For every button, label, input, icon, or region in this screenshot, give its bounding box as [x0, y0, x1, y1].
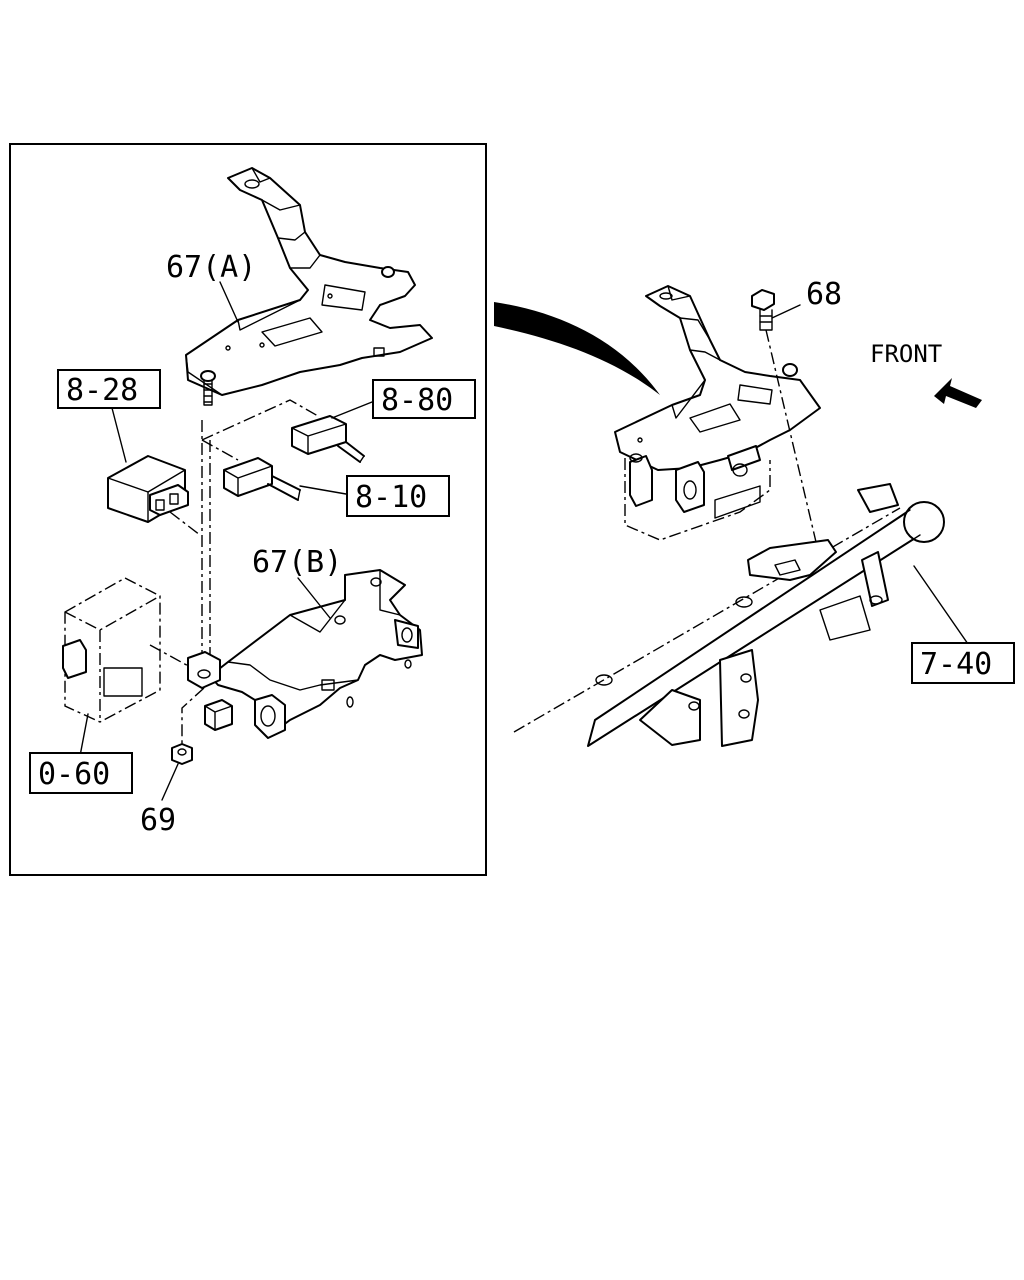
label-67a: 67(A): [166, 250, 256, 285]
clip-drawing: [187, 651, 233, 731]
label-69: 69: [140, 803, 176, 838]
stud-67a: [200, 370, 216, 406]
connector-8-10-drawing: [223, 457, 301, 501]
relay-8-28-drawing: [107, 455, 189, 523]
nut-69-drawing: [171, 687, 205, 765]
ref-8-80: 8-80: [381, 383, 453, 418]
harness-lines: [149, 399, 319, 669]
ref-box-8-28: [57, 369, 161, 409]
ref-box-7-40: [911, 642, 1015, 684]
control-unit-0-60-drawing: [62, 577, 161, 723]
detail-frame: [9, 143, 487, 876]
arrow-pointer: [494, 302, 660, 395]
label-67b: 67(B): [252, 545, 342, 580]
bracket-67b-drawing: [209, 569, 423, 739]
ref-8-10: 8-10: [355, 480, 427, 515]
front-arrow-icon: [934, 378, 982, 408]
bracket-67a-drawing: [185, 167, 433, 396]
assembly-unit-drawing: [624, 445, 771, 541]
ref-box-8-10: [346, 475, 450, 517]
frame-rail-drawing: [513, 483, 945, 747]
label-front: FRONT: [870, 340, 942, 368]
bolt-68-drawing: [751, 289, 817, 543]
ref-box-0-60: [29, 752, 133, 794]
ref-box-8-80: [372, 379, 476, 419]
connector-8-80-drawing: [291, 415, 365, 463]
ref-0-60: 0-60: [38, 757, 110, 792]
label-68: 68: [806, 277, 842, 312]
leaders-right: [913, 565, 969, 645]
ref-8-28: 8-28: [66, 373, 138, 408]
leaders-left: [79, 281, 373, 801]
ref-7-40: 7-40: [920, 647, 992, 682]
